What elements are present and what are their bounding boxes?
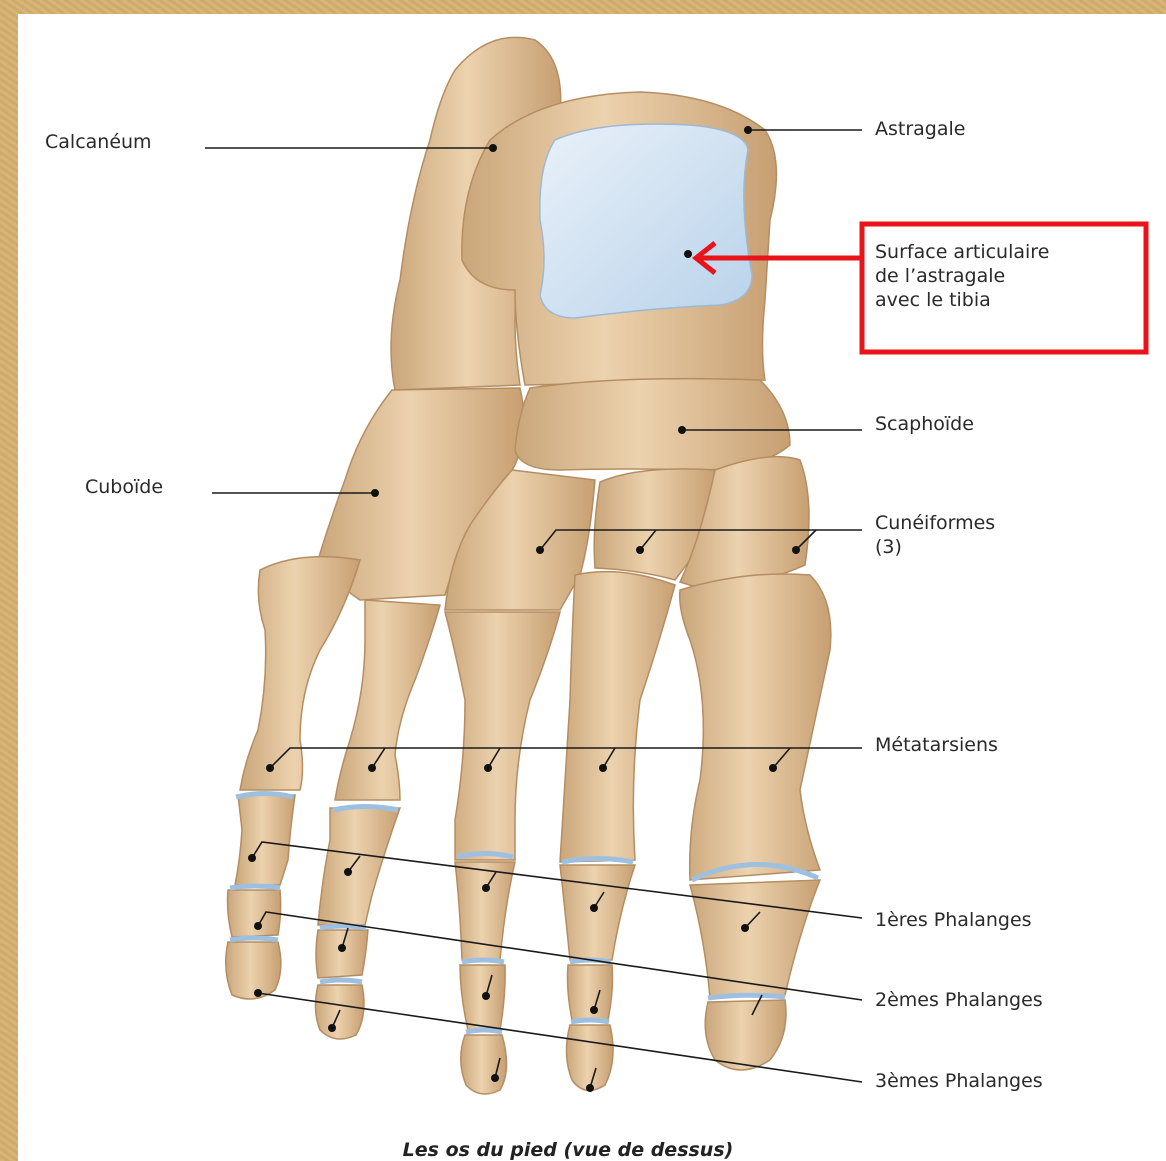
dot-phal2-3: [482, 992, 490, 1000]
phalange-1-5: [235, 795, 295, 885]
dot-metatarsien-2: [599, 764, 607, 772]
dot-metatarsien-3: [484, 764, 492, 772]
dot-phal2-5: [254, 922, 262, 930]
dot-phal2-2: [590, 1006, 598, 1014]
metatarsal-1: [680, 574, 831, 880]
dot-cuneiforme-3: [792, 546, 800, 554]
phalange-3-1: [705, 1000, 786, 1070]
phalange-1-2: [560, 865, 635, 960]
phalange-2-2: [568, 965, 613, 1020]
metatarsal-2: [560, 572, 675, 862]
dot-metatarsien-5: [266, 764, 274, 772]
dot-phal1-3: [482, 884, 490, 892]
phalange-2-4: [316, 930, 368, 978]
label-metatarsiens: Métatarsiens: [875, 734, 998, 756]
metatarsal-3: [445, 612, 560, 860]
dot-metatarsien-1: [769, 764, 777, 772]
dot-phal1-2: [590, 904, 598, 912]
label-astragale: Astragale: [875, 118, 965, 140]
metatarsal-5: [240, 557, 360, 790]
dot-phal1-1: [741, 924, 749, 932]
label-phal2: 2èmes Phalanges: [875, 989, 1043, 1011]
bones-group: [226, 37, 831, 1094]
label-surface-line1: Surface articulaire: [875, 241, 1049, 263]
scaphoide-bone: [515, 379, 790, 470]
dot-calcaneum: [489, 144, 497, 152]
label-surface-line2: de l’astragale: [875, 265, 1005, 287]
dot-phal2-4: [338, 944, 346, 952]
articular-surface: [540, 124, 752, 318]
dot-metatarsien-4: [368, 764, 376, 772]
dot-cuneiforme-1: [536, 546, 544, 554]
label-cuneiformes-line2: (3): [875, 536, 902, 558]
phalange-1-3: [455, 862, 515, 960]
phalange-3-3: [461, 1035, 507, 1094]
dot-scaphoide: [678, 426, 686, 434]
dot-phal1-4: [344, 868, 352, 876]
dot-phal1-5: [248, 854, 256, 862]
label-phal3: 3èmes Phalanges: [875, 1070, 1043, 1092]
label-scaphoide: Scaphoïde: [875, 413, 974, 435]
metatarsal-4: [335, 600, 440, 800]
phalange-1-4: [318, 808, 400, 925]
dot-phal3-3: [491, 1074, 499, 1082]
dot-cuboide: [371, 489, 379, 497]
label-surface-line3: avec le tibia: [875, 289, 991, 311]
phalange-1-1: [690, 880, 820, 998]
dot-surface: [684, 250, 692, 258]
dot-phal3-5: [254, 989, 262, 997]
label-calcaneum: Calcanéum: [45, 131, 152, 153]
dot-astragale: [744, 126, 752, 134]
dot-cuneiforme-2: [636, 546, 644, 554]
diagram-caption: Les os du pied (vue de dessus): [403, 1139, 734, 1161]
label-cuboide: Cuboïde: [85, 476, 163, 498]
label-cuneiformes-line1: Cunéiformes: [875, 512, 995, 534]
phalange-3-2: [566, 1025, 613, 1090]
label-phal1: 1ères Phalanges: [875, 909, 1032, 931]
phalange-3-5: [226, 942, 281, 999]
dot-phal3-4: [328, 1024, 336, 1032]
dot-phal3-2: [586, 1084, 594, 1092]
